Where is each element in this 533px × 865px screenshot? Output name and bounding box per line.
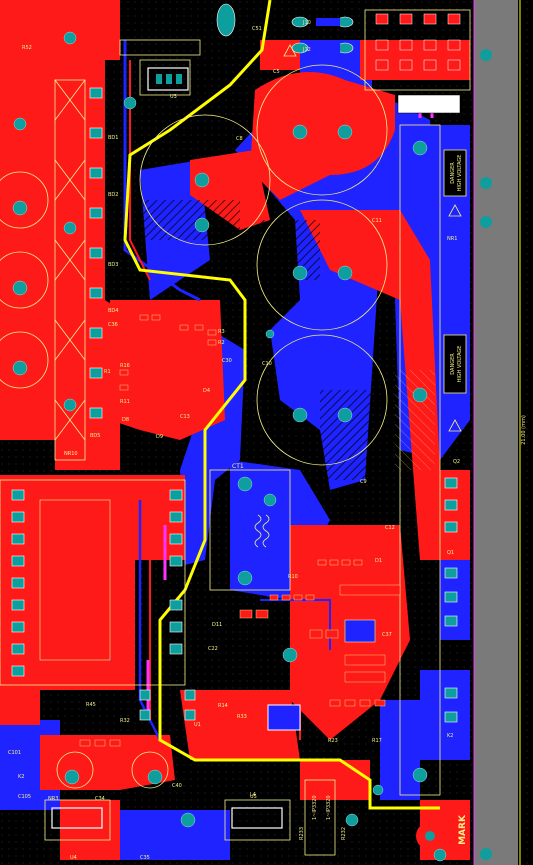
refdes-nr1: NR1 xyxy=(447,236,457,242)
refdes-c36: C36 xyxy=(108,322,118,328)
refdes-q1: Q1 xyxy=(447,550,454,556)
refdes-d9: D9 xyxy=(156,434,163,440)
refdes-ip1: 1~IP3320 xyxy=(312,795,318,820)
fiducial-ring xyxy=(416,822,444,850)
refdes-r3: R3 xyxy=(218,329,225,335)
refdes-r11: R11 xyxy=(120,399,130,405)
footprint-outlines xyxy=(0,9,471,856)
refdes-r232: R232 xyxy=(341,827,347,840)
refdes-l4: L4 xyxy=(250,792,256,798)
refdes-c37: C37 xyxy=(382,632,392,638)
refdes-r23: R23 xyxy=(328,738,338,744)
refdes-c40: C40 xyxy=(172,783,182,789)
isolation-outline xyxy=(123,0,440,810)
refdes-r52: R52 xyxy=(22,45,32,51)
refdes-ct1: CT1 xyxy=(232,463,244,470)
refdes-c34: C34 xyxy=(95,796,105,802)
hv-warning-top: DANGER HIGH VOLTAGE xyxy=(443,149,467,197)
ct1-winding xyxy=(254,514,270,548)
refdes-r2: R2 xyxy=(218,340,225,346)
refdes-k2: K2 xyxy=(18,774,24,780)
board-edge-panel xyxy=(474,0,518,865)
refdes-r14: R14 xyxy=(218,703,228,709)
refdes-nr10: NR10 xyxy=(64,451,78,457)
refdes-c22: C22 xyxy=(208,646,218,652)
refdes-r1: R1 xyxy=(104,369,111,375)
smd-pads xyxy=(79,314,401,747)
refdes-u4: U4 xyxy=(70,855,77,861)
refdes-ip2: 1~IP3320 xyxy=(326,795,332,820)
warning-top-line1: DANGER xyxy=(450,162,456,184)
refdes-c51: C51 xyxy=(252,26,262,32)
hv-warning-mid: DANGER HIGH VOLTAGE xyxy=(443,334,467,394)
refdes-bd1: BD1 xyxy=(108,135,118,141)
refdes-bd3: BD3 xyxy=(108,262,118,268)
refdes-u3: U3 xyxy=(170,94,177,100)
refdes-c11: C11 xyxy=(372,218,382,224)
refdes-c35: C35 xyxy=(140,855,150,861)
panel-mount-hole xyxy=(480,49,492,61)
panel-mount-hole xyxy=(480,216,492,228)
through-hole-pads xyxy=(11,3,461,862)
refdes-bd5: BD5 xyxy=(90,433,100,439)
refdes-r17: R17 xyxy=(372,738,382,744)
refdes-nr3: NR3 xyxy=(48,796,58,802)
refdes-r10: R10 xyxy=(288,574,298,580)
panel-mount-hole xyxy=(480,177,492,189)
fuse-link xyxy=(316,18,340,26)
refdes-d4: D4 xyxy=(203,388,210,394)
fiducial-center xyxy=(425,831,435,841)
warning-mid-line2: HIGH VOLTAGE xyxy=(457,346,463,383)
refdes-c10: C10 xyxy=(262,361,272,367)
refdes-r32: R32 xyxy=(120,718,130,724)
capacitor-outlines xyxy=(0,64,388,789)
refdes-c8: C8 xyxy=(236,136,243,142)
refdes-j12: J12 xyxy=(302,47,311,53)
refdes-q2: Q2 xyxy=(453,459,460,465)
refdes-c9: C9 xyxy=(360,479,367,485)
refdes-bd4: BD4 xyxy=(108,308,118,314)
panel-mount-hole xyxy=(480,848,492,860)
refdes-d11: D11 xyxy=(212,622,222,628)
hv-warning-triangle-icon xyxy=(283,44,462,432)
refdes-bd2: BD2 xyxy=(108,192,118,198)
refdes-r33: R33 xyxy=(237,714,247,720)
hatched-overlays xyxy=(130,200,435,480)
refdes-r16: R16 xyxy=(120,363,130,369)
refdes-d8: D8 xyxy=(122,417,129,423)
refdes-k2-right: K2 xyxy=(447,733,453,739)
refdes-c5: C5 xyxy=(273,69,280,75)
mark-label: MARK xyxy=(458,814,468,845)
refdes-c13: C13 xyxy=(180,414,190,420)
refdes-r45: R45 xyxy=(86,702,96,708)
refdes-u5: U5 xyxy=(250,794,257,800)
refdes-r233: R233 xyxy=(299,827,305,840)
warning-mid-line1: DANGER xyxy=(450,353,456,375)
refdes-c12: C12 xyxy=(385,525,395,531)
dimension-label: 21.00 (mm) xyxy=(521,415,527,445)
refdes-c101: C101 xyxy=(8,750,21,756)
refdes-d1: D1 xyxy=(375,558,382,564)
warning-top-line2: HIGH VOLTAGE xyxy=(457,155,463,192)
fuse-link xyxy=(316,44,340,52)
refdes-c105: C105 xyxy=(18,794,31,800)
refdes-u1: U1 xyxy=(194,722,201,728)
refdes-j10: J10 xyxy=(302,20,311,26)
refdes-c30: C30 xyxy=(222,358,232,364)
reference-designators: R52 J10 J12 C51 C5 U3 BD1 BD2 BD3 BD4 BD… xyxy=(8,20,460,861)
